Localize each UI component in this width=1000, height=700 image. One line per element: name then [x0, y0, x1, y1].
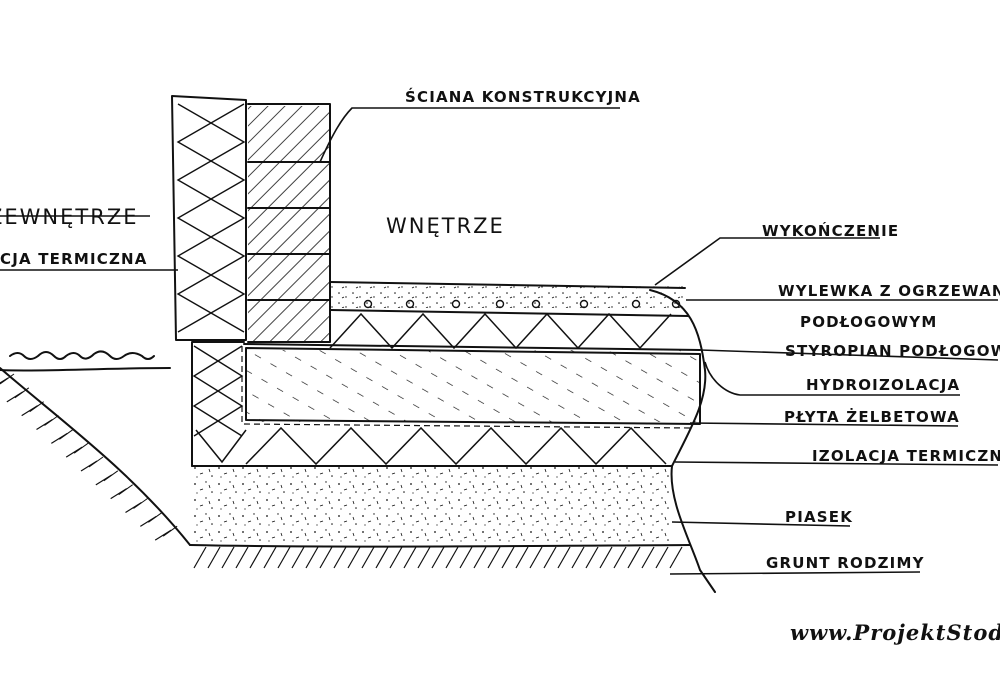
label-native-soil: GRUNT RODZIMY	[766, 554, 925, 572]
label-waterproofing: HYDROIZOLACJA	[806, 376, 960, 394]
bottom-thermal-insulation	[191, 426, 673, 467]
label-finish: WYKOŃCZENIE	[762, 221, 899, 240]
right-edge-curve	[649, 289, 716, 593]
label-rc-slab: PŁYTA ŻELBETOWA	[784, 407, 960, 426]
watermark: www.ProjektStodoly	[790, 620, 1000, 645]
label-thermal-insulation-right: IZOLACJA TERMICZNA	[812, 447, 1000, 465]
floor-styrofoam	[243, 312, 701, 351]
label-screed-line1: WYLEWKA Z OGRZEWANIEM	[778, 282, 1000, 300]
native-soil-hatching	[0, 350, 691, 569]
external-wall-insulation	[171, 95, 247, 341]
label-screed-line2: PODŁOGOWYM	[800, 313, 937, 331]
floor-screed-with-heating	[329, 281, 689, 317]
label-interior: WNĘTRZE	[386, 214, 505, 238]
structural-wall	[247, 103, 331, 343]
sand-layer	[192, 466, 672, 544]
label-sand: PIASEK	[785, 508, 853, 526]
label-thermal-insulation-left: CJA TERMICZNA	[0, 250, 148, 268]
leader-lines	[0, 107, 999, 575]
plinth-insulation	[191, 341, 245, 467]
label-structural-wall: ŚCIANA KONSTRUKCYJNA	[405, 87, 641, 106]
reinforced-concrete-slab	[241, 346, 701, 429]
label-floor-styrofoam: STYROPIAN PODŁOGOWY	[785, 342, 1000, 360]
label-exterior: ZEWNĘTRZE	[0, 205, 138, 229]
